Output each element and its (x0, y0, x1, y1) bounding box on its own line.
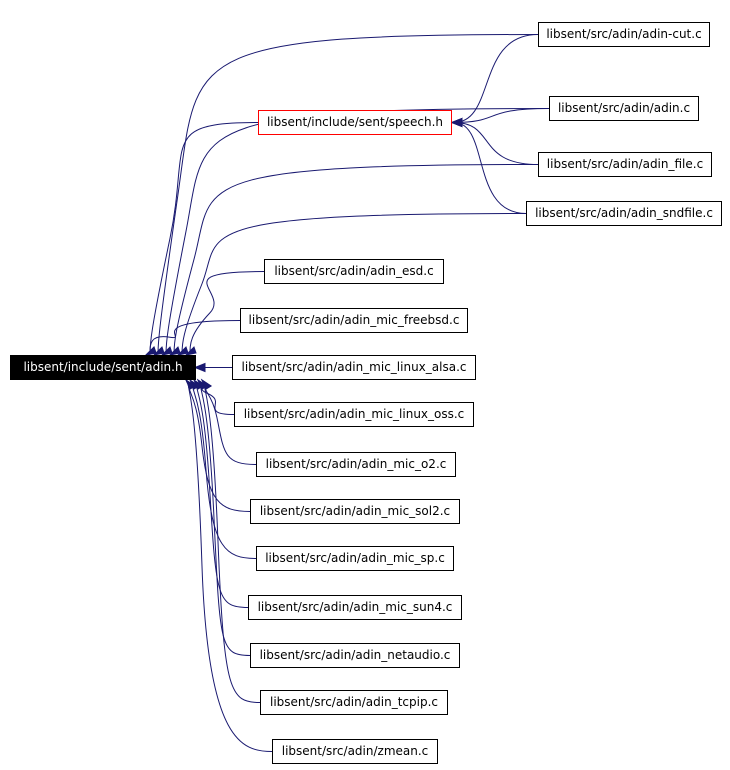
arrowhead-adin_esd-to-adin_h (184, 346, 197, 356)
node-adin-esd-c[interactable]: libsent/src/adin/adin_esd.c (264, 259, 444, 284)
node-speech-h[interactable]: libsent/include/sent/speech.h (258, 110, 452, 135)
node-adin-mic-sun4-c[interactable]: libsent/src/adin/adin_mic_sun4.c (248, 595, 462, 620)
arrowhead-adin_file-to-adin_h (168, 346, 181, 356)
node-adin-tcpip-c[interactable]: libsent/src/adin/adin_tcpip.c (260, 690, 448, 715)
arrowhead-adin_mic_linux_alsa-to-adin_h (193, 362, 206, 373)
edge-adin_mic_o2-to-adin_h (203, 380, 257, 465)
node-adin-h: libsent/include/sent/adin.h (10, 355, 196, 380)
node-adin-mic-linux-oss-c[interactable]: libsent/src/adin/adin_mic_linux_oss.c (234, 402, 474, 427)
node-adin-cut-c[interactable]: libsent/src/adin/adin-cut.c (538, 22, 710, 47)
node-adin-mic-freebsd-c[interactable]: libsent/src/adin/adin_mic_freebsd.c (240, 308, 468, 333)
edge-adin_netaudio-to-adin_h (199, 380, 251, 656)
edge-adin_sndfile-to-speech_h (453, 122, 527, 214)
node-adin-file-c[interactable]: libsent/src/adin/adin_file.c (538, 152, 712, 177)
edge-zmean-to-adin_h (187, 380, 273, 752)
edge-adin_file-to-speech_h (453, 122, 539, 165)
node-adin-mic-o2-c[interactable]: libsent/src/adin/adin_mic_o2.c (256, 452, 456, 477)
arrowhead-adin_c-to-adin_h (160, 346, 173, 356)
arrowhead-adin_tcpip-to-adin_h (200, 378, 212, 390)
node-adin-mic-sp-c[interactable]: libsent/src/adin/adin_mic_sp.c (256, 546, 454, 571)
node-adin-mic-sol2-c[interactable]: libsent/src/adin/adin_mic_sol2.c (250, 499, 460, 524)
edge-adin_c-to-speech_h (453, 108, 550, 123)
edge-adin_mic_sun4-to-adin_h (195, 380, 249, 608)
edge-adin_mic_sp-to-adin_h (191, 380, 257, 559)
arrowhead-adin_mic_freebsd-to-adin_h (144, 346, 157, 356)
node-adin-netaudio-c[interactable]: libsent/src/adin/adin_netaudio.c (250, 643, 460, 668)
arrowhead-adin_sndfile-to-speech_h (450, 117, 463, 128)
arrowhead-adin_sndfile-to-adin_h (176, 346, 189, 356)
edge-speech_h-to-adin_h (149, 122, 259, 355)
edge-adin_mic_freebsd-to-adin_h (149, 320, 241, 355)
edge-adin_tcpip-to-adin_h (203, 380, 261, 703)
edge-adin_esd-to-adin_h (189, 271, 265, 355)
arrowhead-zmean-to-adin_h (184, 378, 196, 390)
node-adin-c[interactable]: libsent/src/adin/adin.c (549, 96, 699, 121)
node-zmean-c[interactable]: libsent/src/adin/zmean.c (272, 739, 438, 764)
edge-adin_cut-to-adin_h (157, 34, 539, 355)
edge-adin_cut-to-speech_h (453, 34, 539, 123)
edge-adin_mic_sol2-to-adin_h (187, 380, 251, 512)
edge-adin_sndfile-to-adin_h (181, 213, 527, 355)
node-adin-sndfile-c[interactable]: libsent/src/adin/adin_sndfile.c (526, 201, 722, 226)
edge-adin_file-to-adin_h (173, 164, 539, 355)
node-adin-mic-linux-alsa-c[interactable]: libsent/src/adin/adin_mic_linux_alsa.c (232, 355, 476, 380)
